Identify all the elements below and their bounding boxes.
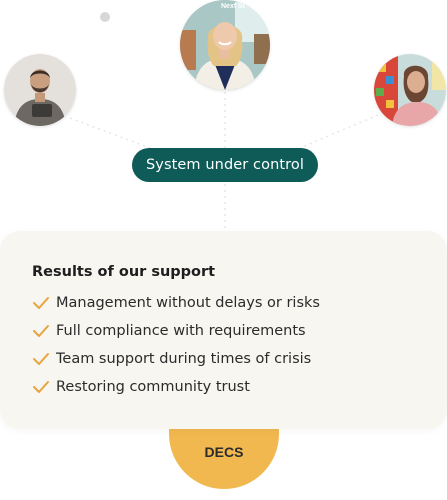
check-icon bbox=[33, 381, 49, 393]
results-title: Results of our support bbox=[32, 264, 216, 280]
decs-badge-label: DECS bbox=[204, 444, 244, 460]
result-item: Restoring community trust bbox=[32, 376, 250, 398]
avatar-woman-classroom bbox=[374, 54, 446, 126]
system-status-pill: System under control bbox=[132, 148, 318, 182]
person-photo-icon bbox=[374, 54, 446, 126]
result-item-label: Restoring community trust bbox=[56, 379, 250, 395]
decorative-dot bbox=[100, 12, 110, 22]
result-item-label: Management without delays or risks bbox=[56, 295, 320, 311]
check-icon bbox=[33, 325, 49, 337]
avatar-woman-presenter: Next St bbox=[180, 0, 270, 90]
check-icon bbox=[33, 297, 49, 309]
check-icon bbox=[33, 353, 49, 365]
result-item: Team support during times of crisis bbox=[32, 348, 311, 370]
person-photo-icon bbox=[4, 54, 76, 126]
result-item-label: Team support during times of crisis bbox=[56, 351, 312, 367]
person-photo-icon bbox=[180, 0, 270, 90]
avatar-man-tablet bbox=[4, 54, 76, 126]
result-item: Management without delays or risks bbox=[32, 292, 320, 314]
result-item-label: Full compliance with requirements bbox=[56, 323, 306, 339]
results-card bbox=[0, 231, 447, 429]
result-item: Full compliance with requirements bbox=[32, 320, 306, 342]
screen-caption: Next St bbox=[221, 3, 246, 10]
